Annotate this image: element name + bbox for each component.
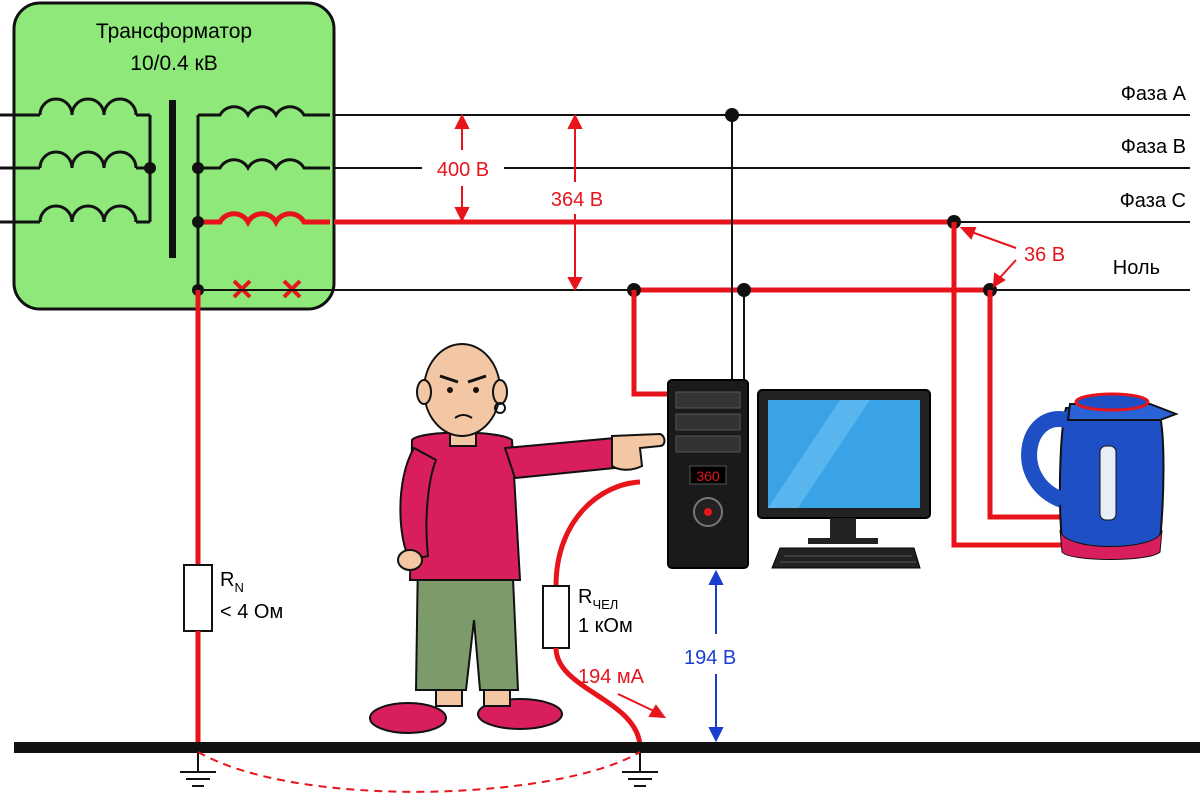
voltage-400-bg: [422, 154, 504, 182]
voltage-364-bg: [535, 184, 617, 212]
kettle-neutral-wire: [987, 290, 1060, 520]
phase-a-label: Фаза А: [1121, 83, 1187, 105]
phase-b-label: Фаза В: [1121, 136, 1186, 158]
voltage-400-label: 400 В: [437, 159, 489, 181]
voltage-arrow-364: [567, 113, 583, 292]
voltage-arrow-400: [454, 113, 470, 223]
voltage-364-label: 364 В: [551, 189, 603, 211]
human-current-wire-bottom: [553, 647, 643, 749]
voltage-arrow-36: [959, 227, 1017, 288]
voltage-36-label: 36 В: [1024, 244, 1065, 266]
transformer-core: [169, 100, 176, 258]
transformer-title: Трансформатор: [96, 20, 252, 43]
ground-symbol-left: [180, 753, 216, 787]
voltage-194-label: 194 В: [684, 647, 736, 669]
pc-case-fault-wire: [631, 290, 676, 397]
secondary-node-c: [192, 216, 204, 228]
electric-kettle: [1021, 392, 1179, 560]
human-current-label: 194 мА: [578, 666, 645, 688]
human-current-wire-top: [553, 479, 641, 587]
kettle-phase-wire: [951, 222, 1070, 548]
rhuman-label: RЧЕЛ: [578, 586, 618, 612]
computer-tower: [667, 379, 749, 569]
primary-star-node: [144, 162, 156, 174]
ground-bar: [14, 742, 1200, 753]
transformer-rating: 10/0.4 кВ: [130, 52, 217, 75]
phase-c-label: Фаза С: [1120, 190, 1186, 212]
resistor-rn: [183, 564, 213, 632]
voltage-arrow-194: [708, 569, 724, 743]
resistor-human: [542, 585, 570, 649]
human-current-arrow: [617, 693, 667, 719]
secondary-windings: [196, 105, 330, 290]
rn-label: RN: [220, 569, 244, 595]
pc-display-value: 360: [696, 468, 720, 484]
neutral-label: Ноль: [1113, 257, 1160, 279]
rhuman-value: 1 кОм: [578, 615, 633, 637]
rn-value: < 4 Ом: [220, 601, 283, 623]
ground-symbol-right: [622, 753, 658, 787]
computer-keyboard: [771, 547, 921, 569]
computer-monitor: [757, 389, 931, 544]
secondary-node-b: [192, 162, 204, 174]
ground-return-path: [197, 751, 641, 793]
person-figure: [369, 343, 666, 734]
